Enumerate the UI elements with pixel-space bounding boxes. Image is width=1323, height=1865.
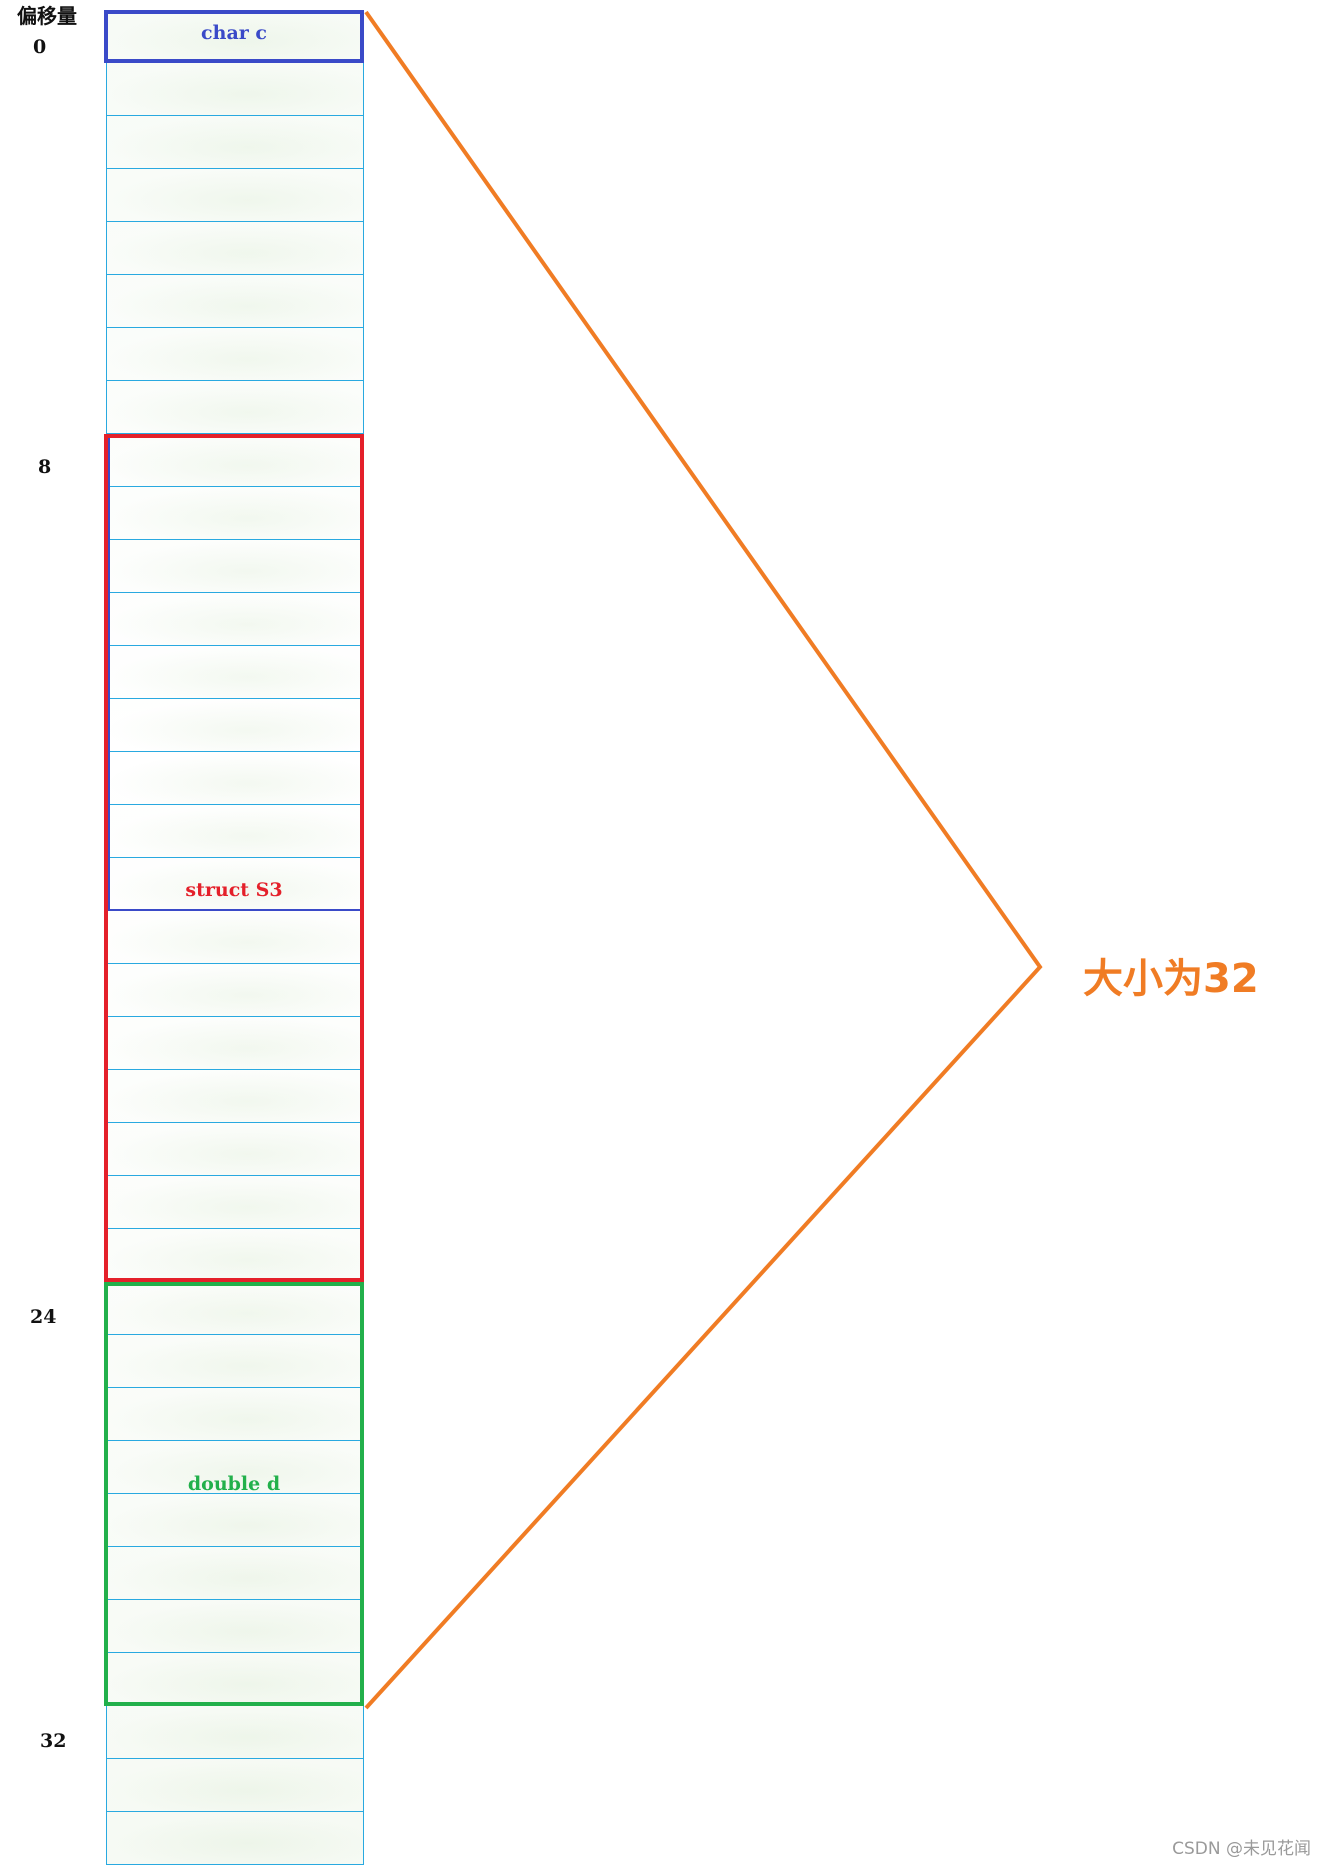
memory-cell: [107, 699, 363, 752]
region-label-double-d: double d: [187, 1472, 281, 1495]
memory-cell: [107, 1706, 363, 1759]
region-double-d: [104, 1282, 364, 1706]
memory-cell: [107, 116, 363, 169]
memory-cell: [107, 752, 363, 805]
offset-label-8: 8: [38, 456, 52, 478]
memory-cell: [107, 593, 363, 646]
memory-cell: [107, 1070, 363, 1123]
struct-s3-inner-outline: [108, 438, 360, 911]
memory-cell: [107, 169, 363, 222]
offset-label-0: 0: [33, 36, 47, 58]
region-label-char-c: char c: [201, 22, 267, 44]
memory-column: [106, 10, 364, 1865]
memory-cell: [107, 1176, 363, 1229]
offset-label-24: 24: [30, 1306, 57, 1328]
memory-cell: [107, 381, 363, 434]
watermark: CSDN @未见花闻: [1172, 1839, 1311, 1859]
memory-cell: [107, 275, 363, 328]
offset-label-32: 32: [40, 1730, 67, 1752]
memory-cell: [107, 540, 363, 593]
memory-cell: [107, 1388, 363, 1441]
memory-cell: [107, 1759, 363, 1812]
region-label-struct-s3: struct S3: [185, 879, 283, 902]
memory-cell: [107, 1441, 363, 1494]
region-struct-s3: [104, 434, 364, 1282]
memory-cell: [107, 328, 363, 381]
total-size-label: 大小为32: [1083, 956, 1259, 1002]
memory-cell: [107, 1282, 363, 1335]
memory-cell: [107, 1017, 363, 1070]
memory-cell: [107, 1494, 363, 1547]
memory-cell: [107, 1335, 363, 1388]
memory-cell: [107, 222, 363, 275]
memory-cell: [107, 1600, 363, 1653]
memory-cell: [107, 911, 363, 964]
size-bracket-line: [364, 10, 1043, 1710]
memory-cell: [107, 646, 363, 699]
region-char-c: [104, 10, 364, 63]
memory-cell: [107, 1653, 363, 1706]
memory-cell: [107, 1547, 363, 1600]
memory-cell: [107, 487, 363, 540]
memory-cell: [107, 964, 363, 1017]
memory-cell: [107, 805, 363, 858]
memory-cell: [107, 1123, 363, 1176]
offset-header: 偏移量: [17, 4, 77, 28]
memory-cell: [107, 434, 363, 487]
memory-cell: [107, 63, 363, 116]
memory-cell: [107, 1229, 363, 1282]
